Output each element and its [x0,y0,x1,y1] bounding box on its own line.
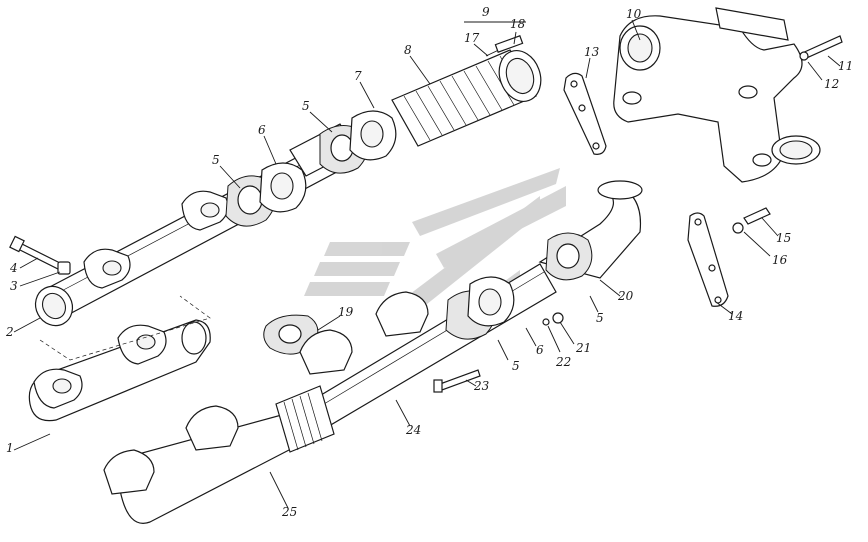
flange-5c [445,276,515,340]
callout-5a: 5 [212,153,220,167]
callout-9: 9 [482,5,490,19]
bracket-13 [563,72,607,155]
bolt-15-16 [732,207,771,234]
callout-labels: 1 2 3 4 5 5 5 5 6 6 7 8 9 10 11 12 13 14… [5,5,853,519]
flange-6a [259,162,307,213]
bellows-8 [391,49,542,147]
bolt-23 [433,369,481,393]
callout-17: 17 [464,31,480,45]
callout-2: 2 [5,325,14,339]
nut-21-22 [542,312,564,326]
leader-lines [13,19,841,509]
lower-manifold-1 [28,319,211,422]
callout-1: 1 [6,441,14,455]
manifold-flange [83,248,131,289]
callout-22: 22 [555,355,571,369]
callout-13: 13 [584,45,600,59]
callout-21: 21 [575,341,591,355]
callout-4: 4 [9,261,18,275]
callout-6a: 6 [258,123,266,137]
manifold-flange [181,190,229,231]
callout-25: 25 [281,505,297,519]
elbow-20 [538,180,643,281]
callout-11: 11 [838,59,853,73]
callout-14: 14 [728,309,743,323]
callout-5b: 5 [302,99,310,113]
nut-3 [57,261,71,275]
callout-5d: 5 [512,359,520,373]
stud-11 [799,35,843,61]
callout-23: 23 [473,379,490,393]
callout-5c: 5 [596,311,604,325]
callout-3: 3 [10,279,18,293]
callout-7: 7 [354,69,362,83]
callout-19: 19 [338,305,354,319]
callout-15: 15 [776,231,791,245]
callout-18: 18 [510,17,526,31]
callout-24: 24 [405,423,421,437]
callout-10: 10 [626,7,642,21]
callout-20: 20 [617,289,634,303]
flange-7 [349,110,397,161]
callout-8: 8 [404,43,412,57]
callout-6b: 6 [536,343,544,357]
lower-pipe-25 [103,385,335,524]
outlet-10 [613,7,821,183]
callout-16: 16 [772,253,788,267]
bracket-14 [687,212,729,307]
callout-12: 12 [824,77,839,91]
